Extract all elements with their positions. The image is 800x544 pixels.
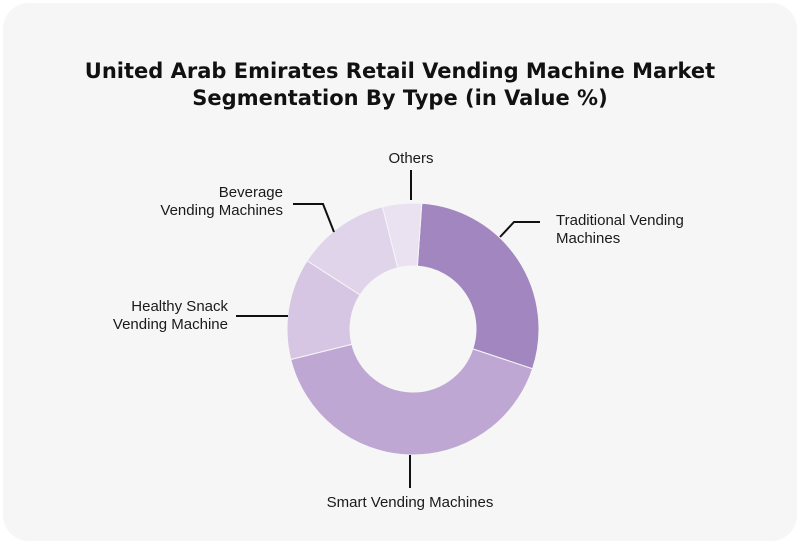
slice-others bbox=[381, 202, 423, 269]
leader-lines bbox=[236, 170, 540, 488]
leader-line-beverage bbox=[293, 203, 335, 233]
label-traditional-line-1: Traditional Vending bbox=[556, 212, 684, 229]
slice-smart bbox=[290, 343, 534, 456]
label-beverage-line-2: Vending Machines bbox=[160, 202, 283, 219]
label-smart: Smart Vending Machines bbox=[327, 494, 494, 511]
chart-title-line-1: United Arab Emirates Retail Vending Mach… bbox=[84, 59, 716, 83]
label-others: Others bbox=[388, 150, 433, 167]
label-beverage-line-1: Beverage bbox=[219, 184, 283, 201]
chart-title-line-2: Segmentation By Type (in Value %) bbox=[192, 86, 608, 110]
chart-title: United Arab Emirates Retail Vending Mach… bbox=[3, 58, 797, 112]
label-smart-line-1: Smart Vending Machines bbox=[327, 494, 494, 511]
label-others-line-1: Others bbox=[388, 150, 433, 167]
label-traditional-line-2: Machines bbox=[556, 230, 620, 247]
label-healthy-snack-line-2: Vending Machine bbox=[113, 316, 228, 333]
leader-line-traditional bbox=[499, 221, 540, 238]
slice-traditional bbox=[416, 202, 540, 370]
label-healthy-snack-line-1: Healthy Snack bbox=[131, 298, 228, 315]
donut-slices bbox=[286, 202, 540, 456]
